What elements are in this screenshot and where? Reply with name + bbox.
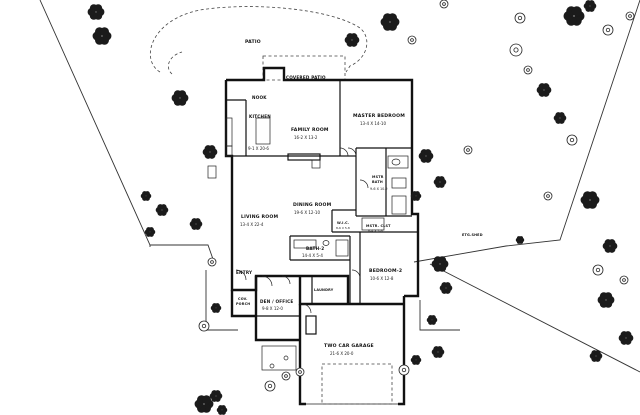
living-room-dims: 13-4 X 22-4 xyxy=(240,222,264,227)
shrub xyxy=(438,256,447,265)
shrub xyxy=(519,236,524,241)
patio-label: PATIO xyxy=(245,39,261,45)
shrub xyxy=(588,0,595,7)
dining-room-label: DINING ROOM xyxy=(293,202,332,208)
shrub xyxy=(350,33,358,41)
covered-porch-label: COV. PORCH xyxy=(236,297,250,306)
bath-2-label: BATH-2 xyxy=(306,246,324,251)
bath-fixtures xyxy=(293,155,409,257)
plant-center xyxy=(569,137,575,143)
plant-center xyxy=(210,260,214,264)
plant-center xyxy=(605,27,611,33)
patio-outline-inner xyxy=(167,51,183,75)
shrub xyxy=(160,204,167,211)
patio-outline xyxy=(150,6,368,73)
shrub xyxy=(424,149,432,157)
plant-center xyxy=(466,148,470,152)
dining-room-dims: 19-6 X 12-10 xyxy=(294,210,320,215)
plant-center xyxy=(513,47,519,53)
den-office-label: DEN / OFFICE xyxy=(260,299,293,304)
equipment-label: ETG.SHED xyxy=(462,233,483,237)
doors xyxy=(235,147,369,314)
shrub xyxy=(99,27,109,37)
shrub xyxy=(94,4,103,13)
plant-center xyxy=(401,367,407,373)
garage-dims: 21-6 X 20-0 xyxy=(330,351,354,356)
kitchen-dims: 9-1 X 20-6 xyxy=(248,146,269,151)
kitchen-label: KITCHEN xyxy=(249,114,271,119)
bedroom-2-label: BEDROOM-2 xyxy=(369,268,402,274)
plant-center xyxy=(526,68,530,72)
kitchen-fixtures xyxy=(207,117,321,179)
wic-label: W.I.C. xyxy=(337,221,349,225)
shrub xyxy=(624,331,632,339)
master-bath-dims: 9-6 X 10-2 xyxy=(370,187,388,191)
bedroom-2-dims: 10-6 X 12-8 xyxy=(370,276,394,281)
entry-pavers xyxy=(261,345,297,371)
shrub xyxy=(444,282,451,289)
plant-center xyxy=(442,2,446,6)
plant-center xyxy=(546,194,550,198)
master-bedroom-dims: 13-4 X 14-10 xyxy=(360,121,386,126)
garage-walls xyxy=(298,296,406,406)
master-bedroom-label: MASTER BEDROOM xyxy=(353,113,405,119)
plant-center xyxy=(410,38,414,42)
shrub xyxy=(178,90,187,99)
garage-label: TWO CAR GARAGE xyxy=(324,343,374,349)
wic-dims: 8-6 X 5-8 xyxy=(336,226,350,230)
shrub xyxy=(558,112,565,119)
shrub xyxy=(208,145,216,153)
den-office-dims: 9-8 X 12-0 xyxy=(262,306,283,311)
plant-center xyxy=(201,323,207,329)
plant-center xyxy=(267,383,273,389)
shrub xyxy=(214,390,221,397)
shrub xyxy=(148,227,154,233)
master-closet-label: MSTR. CLST xyxy=(366,224,391,228)
plant-center xyxy=(628,14,632,18)
plant-center xyxy=(595,267,601,273)
shrub xyxy=(201,395,211,405)
plant-center xyxy=(284,374,288,378)
entry-label: ENTRY xyxy=(236,270,253,275)
shrub xyxy=(571,6,582,17)
shrub xyxy=(608,239,616,247)
shrub xyxy=(144,191,150,197)
bath-2-dims: 14-4 X 5-4 xyxy=(302,253,323,258)
plant-center xyxy=(298,370,302,374)
plant-center xyxy=(517,15,523,21)
shrub xyxy=(194,218,201,225)
master-closet-dims: 8-4 X 5-6 xyxy=(368,229,383,233)
shrub xyxy=(542,83,550,91)
shrub xyxy=(438,176,445,183)
living-room-label: LIVING ROOM xyxy=(241,214,278,220)
covered-patio-label: COVERED PATIO xyxy=(286,75,326,80)
shrub xyxy=(220,405,226,411)
plant-center xyxy=(622,278,626,282)
shrub xyxy=(387,13,397,23)
family-room-dims: 16-2 X 13-2 xyxy=(294,135,318,140)
shrub xyxy=(414,191,420,197)
shrub xyxy=(604,292,613,301)
den-walls xyxy=(254,276,300,342)
shrub xyxy=(430,315,436,321)
family-room-label: FAMILY ROOM xyxy=(291,127,329,133)
shrub xyxy=(414,355,420,361)
shrub xyxy=(436,346,443,353)
interior-walls xyxy=(226,80,418,304)
shrub xyxy=(587,191,597,201)
landscaping xyxy=(87,0,635,415)
laundry-label: LAUNDRY xyxy=(314,288,334,292)
nook-label: NOOK xyxy=(252,95,267,100)
shrub xyxy=(214,303,220,309)
shrub xyxy=(594,350,601,357)
